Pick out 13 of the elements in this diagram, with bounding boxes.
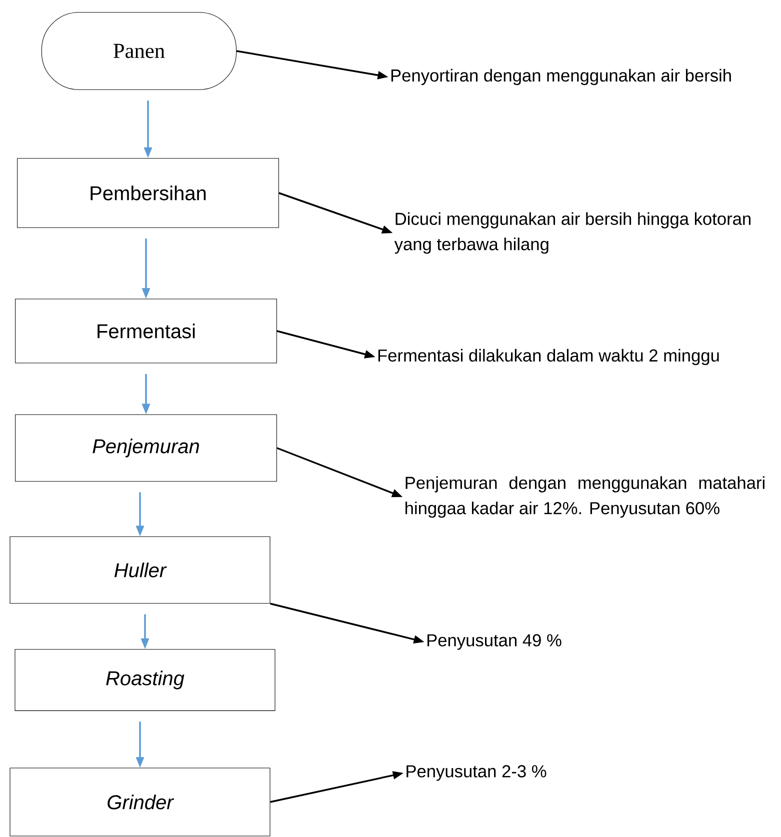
- process-box: Fermentasi: [15, 298, 277, 364]
- note-text: Dicuci menggunakan air bersih hingga kotoran yang terbawa hilang: [394, 212, 750, 254]
- note-text: Penyortiran dengan menggunakan air bersih: [391, 68, 731, 86]
- note-text: Penyusutan 2-3 %: [406, 765, 546, 781]
- note-text: Penyusutan 49 %: [428, 634, 562, 650]
- process-box: Penjemuran: [15, 414, 277, 482]
- process-box: Roasting: [14, 649, 276, 711]
- note-text: Fermentasi dilakukan dalam waktu 2 minggu: [378, 348, 719, 366]
- process-box: Huller: [10, 536, 270, 604]
- process-box: Pembersihan: [17, 158, 279, 228]
- note-text: Penjemuran dengan menggunakan matahari hinggaa kadar air 12%. Penyusutan 60%: [406, 476, 764, 518]
- start-terminal: Panen: [41, 12, 237, 90]
- process-box: Grinder: [10, 768, 270, 836]
